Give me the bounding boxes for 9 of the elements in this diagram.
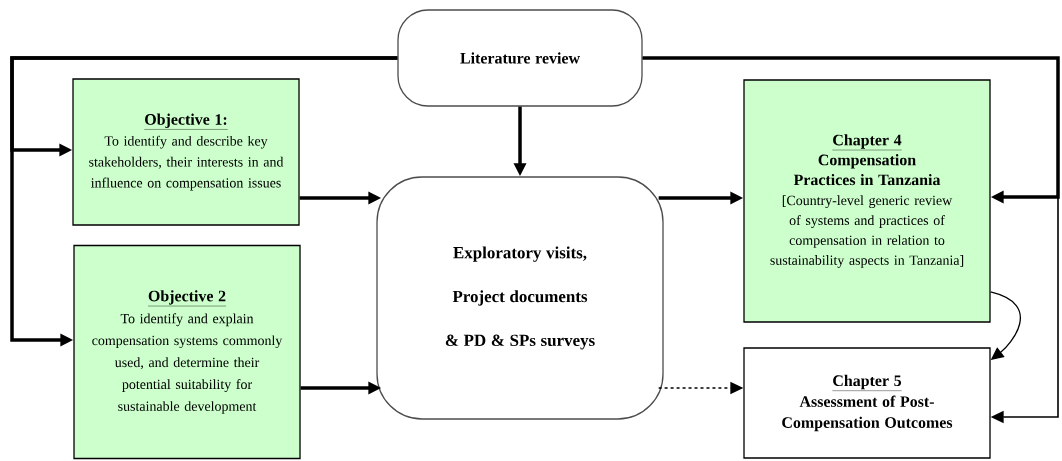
chapter-box: Chapter 4 Compensation Practices in Tanzania [Country-level generic review of systems and practices of compensation in relation to sustainability aspects in Tanzania] — [743, 79, 991, 323]
objective-box: Objective 2 To identify and explain compensation systems commonly used, and determine their potential suitability for sustainable development — [73, 244, 301, 460]
arrow — [990, 291, 1021, 360]
rounded-box: Exploratory visits, Project documents & PD & SPs surveys — [376, 176, 664, 420]
arrow — [641, 57, 1059, 424]
objective-box: Objective 1: To identify and describe key stakeholders, their interests in and influence on compensation issues — [72, 78, 300, 226]
rounded-box: Literature review — [397, 9, 643, 107]
arrow — [642, 56, 1060, 204]
chapter-box: Chapter 5 Assessment of Post-Compensation Outcomes — [743, 347, 991, 459]
